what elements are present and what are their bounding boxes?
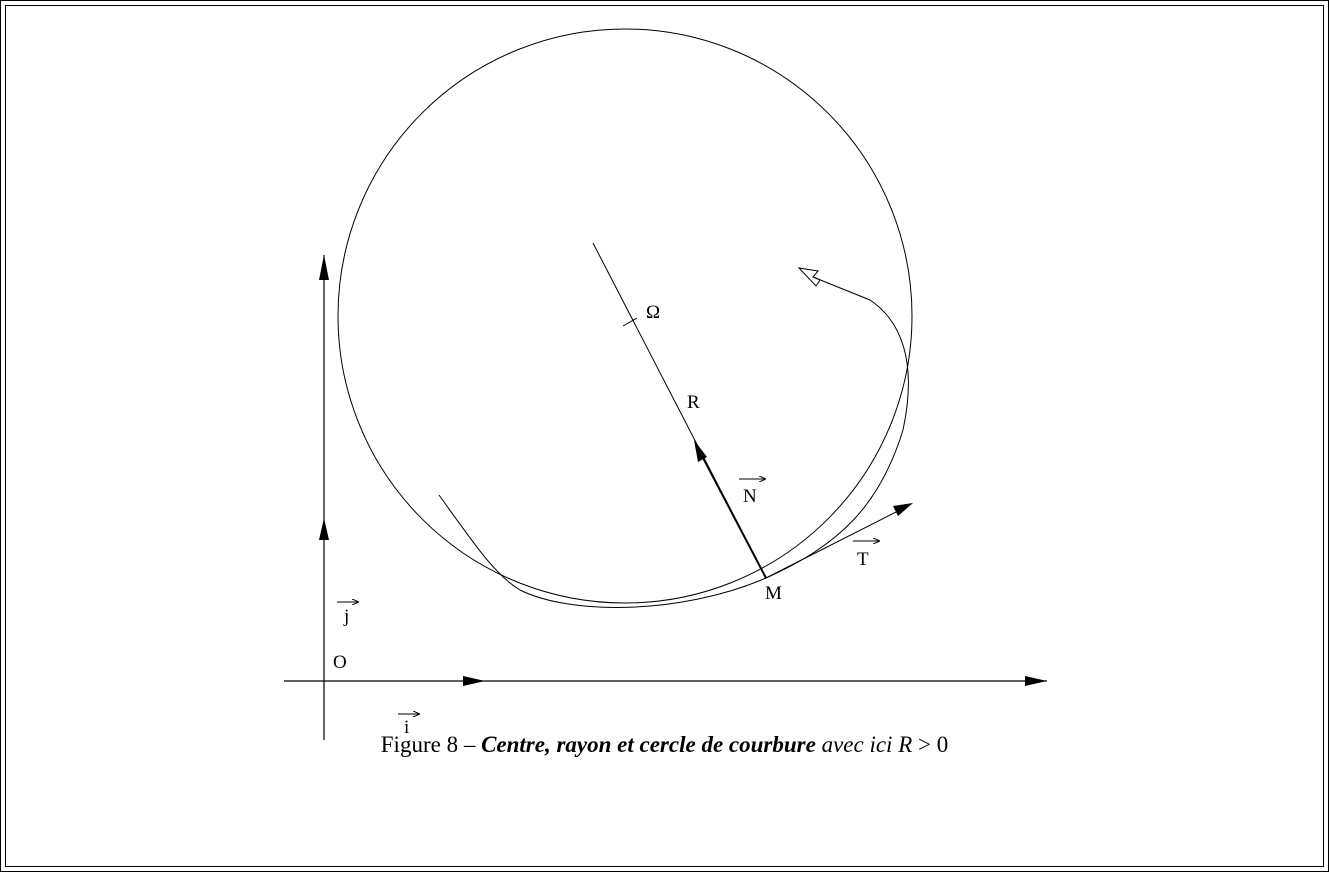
figure-caption: Figure 8 – Centre, rayon et cercle de co… [0,732,1329,758]
caption-bold: Centre, rayon et cercle de courbure [481,732,816,757]
unit-vector-j [319,518,329,540]
label-i: i [404,717,409,738]
curve [438,276,909,608]
label-normal: N [743,486,757,507]
normal-vector [699,451,767,579]
caption-math-rest: > 0 [912,732,949,757]
y-axis-arrowhead [319,255,329,280]
unit-vector-i [463,676,485,686]
caption-prefix: Figure 8 – [380,732,482,757]
omega-tick [622,317,638,327]
inner-frame [5,5,1324,867]
x-axis-arrowhead [1025,676,1047,686]
label-point-m: M [765,583,782,604]
normal-arrowhead [694,440,707,462]
label-origin: O [333,652,347,673]
label-omega: Ω [646,302,660,323]
tangent-vector [765,509,901,579]
label-j: j [343,606,349,627]
osculating-circle [337,28,913,604]
label-radius: R [687,392,700,413]
caption-math-var: R [898,732,913,757]
caption-italic: avec ici [815,732,899,757]
curve-arrowhead [797,267,821,287]
tangent-arrowhead [893,503,913,516]
label-tangent: T [857,549,869,570]
